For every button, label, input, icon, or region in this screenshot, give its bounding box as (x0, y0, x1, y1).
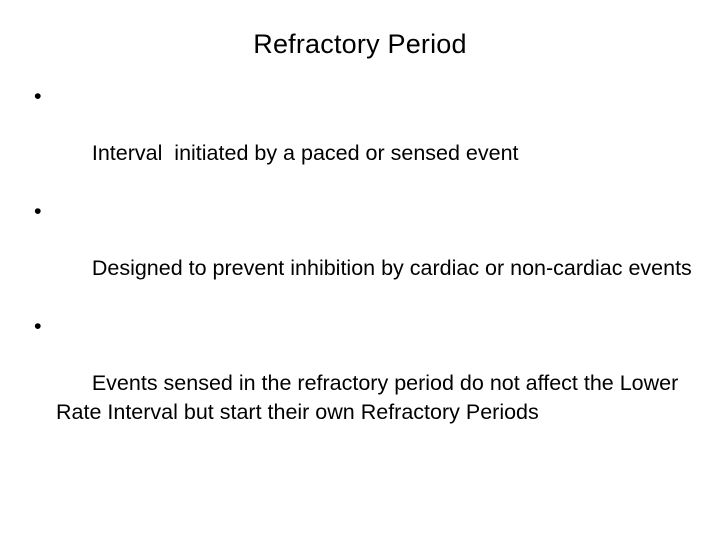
page-title: Refractory Period (253, 29, 467, 59)
bullet-list: • Interval initiated by a paced or sense… (22, 82, 712, 456)
bullet-dot-icon: • (34, 84, 42, 108)
bullet-text-2: Designed to prevent inhibition by cardia… (91, 256, 692, 280)
bullet-item-2: • Designed to prevent inhibition by card… (22, 197, 712, 311)
bullet-dot-icon: • (34, 314, 42, 338)
bullet-item-3: • Events sensed in the refractory period… (22, 312, 712, 455)
bullet-text-3: Events sensed in the refractory period d… (56, 371, 685, 424)
bullet-dot-icon: • (34, 199, 42, 223)
bullet-text-1: Interval initiated by a paced or sensed … (91, 141, 519, 165)
timing-diagram: Lower Rate Interval VP VP Refractory Per… (0, 290, 720, 540)
bullet-item-1: • Interval initiated by a paced or sense… (22, 82, 712, 196)
